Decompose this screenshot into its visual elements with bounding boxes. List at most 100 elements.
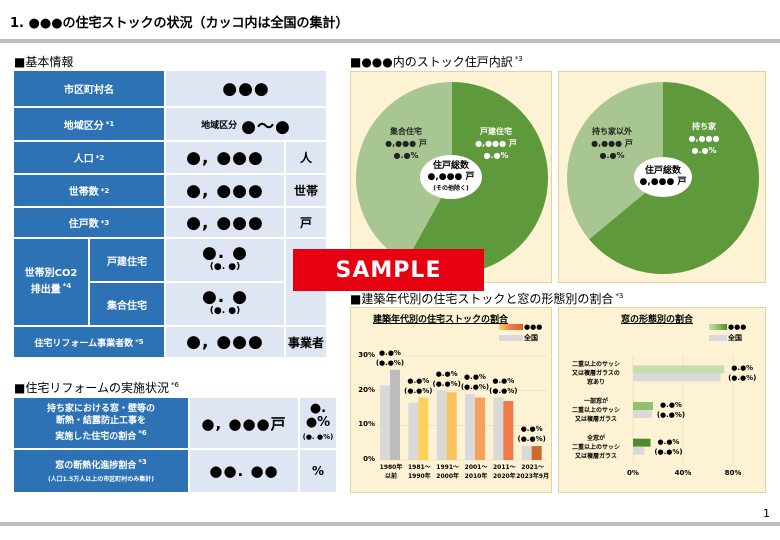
window-category: 二重以上のサッシ又は複層ガラスの窓あり [561,360,631,387]
window-progress-unit: % [300,450,336,492]
stock-heading: ■●●●内のストック住戸内訳*3 [350,55,523,69]
window-category-line: 又は複層ガラスの [572,370,620,378]
window-progress-label: 窓の断熱化進捗割合*3 (人口1.5万人以上の市区町村のみ集計) [14,450,188,492]
window-bar-local [633,438,651,447]
age-category-line: 2021〜 [521,464,544,471]
pie2-center-total: 住戸総数 ●,●●● 戸 [634,157,692,197]
age-ytick: 20% [358,385,375,394]
window-xtick: 40% [674,469,692,477]
age-category-line: 2010年 [464,473,488,480]
window-category-line: 二重以上のサッシ [571,407,620,414]
age-ytick: 30% [358,350,375,359]
age-category: 1981〜 1990年 [400,463,438,481]
age-category: 1980年以前 [372,463,410,481]
age-heading: ■建築年代別の住宅ストックと窓の形態別の割合*3 [350,292,624,306]
window-bar-local [633,402,653,410]
age-data-label: ●.●%(●.●%) [516,424,548,444]
window-category-line: 全窓が [586,434,605,442]
page-number: 1 [763,507,770,520]
age-bar-national [521,446,532,460]
dwellings-label: 住戸数*3 [14,208,164,237]
sample-watermark: SAMPLE [293,249,484,291]
age-data-label: ●.●%(●.●%) [402,376,434,396]
window-data-label: ●.●%(●.●%) [726,363,758,383]
window-xtick: 0% [627,469,639,477]
age-bar-national [408,402,419,460]
age-chart-panel: 建築年代別の住宅ストックの割合 ●●● 全国 0%10%20%30% ●.●%(… [350,307,552,493]
co2-detached-label: 戸建住宅 [90,239,164,281]
dwellings-unit: 戸 [286,208,326,237]
age-data-national: (●.●%) [489,386,518,395]
co2-detached-value: ●. ● (●. ●) [166,239,284,281]
age-data-value: ●.●% [407,376,430,385]
age-data-national: (●.●%) [517,435,546,444]
window-chart-panel: 窓の形態別の割合 ●●● 全国 0%40%80% ●.●%(●.●%)●.●%(… [558,307,766,493]
window-category-line: 二重以上のサッシ [571,361,620,369]
municipality-label: 市区町村名 [14,71,164,106]
basic-info-table: 市区町村名 ●●● 地域区分*1 地域区分●〜● 人口*2 ●, ●●● 人 世… [14,71,326,357]
region-value: 地域区分●〜● [166,108,326,140]
pie1-center-total: 住戸総数 ●,●●● 戸 (その他除く) [420,155,482,199]
region-label: 地域区分*1 [14,108,164,140]
age-category-line: 2001〜 [464,464,488,471]
age-data-national: (●.●%) [460,383,490,392]
reform-table: 持ち家における窓・壁等の 断熱・結露防止工事を 実施した住宅の割合*6 ●, ●… [14,398,336,494]
age-category-line: 1981〜 [407,464,431,471]
window-data-label: ●.●%(●.●%) [653,437,685,457]
basic-info-heading: ■基本情報 [14,55,74,69]
window-data-national: (●.●%) [656,411,686,419]
age-data-value: ●.●% [379,348,401,357]
pie-panel-tenure: 持ち家 ●,●●● ●.●% 持ち家以外 ●,●●● 戸 ●.●% 住戸総数 ●… [558,71,766,283]
co2-label: 世帯別CO2 排出量*4 [14,239,88,325]
window-bar-local [633,365,725,374]
top-divider [0,39,780,43]
window-bar-national [633,410,652,418]
households-label: 世帯数*2 [14,175,164,206]
window-chart-plot [632,356,734,466]
households-value: ●, ●●● [166,175,284,206]
population-label: 人口*2 [14,142,164,173]
window-progress-value: ●●. ●● [190,450,298,492]
age-ytick: 10% [358,420,375,429]
age-data-national: (●.●%) [404,386,433,395]
co2-apartment-label: 集合住宅 [90,283,164,325]
reform-rate-label: 持ち家における窓・壁等の 断熱・結露防止工事を 実施した住宅の割合*6 [14,398,188,448]
age-category: 2001〜 2010年 [457,463,495,481]
pie1-slice-apartment [355,82,452,263]
co2-apartment-value: ●. ● (●. ●) [166,283,284,325]
age-bar-national [493,397,504,460]
window-data-value: ●.●% [657,437,680,446]
window-category: 一部窓が二重以上のサッシ又は複層ガラス [561,397,631,424]
reform-business-label: 住宅リフォーム事業者数*5 [14,327,164,357]
age-bar-local [531,446,542,460]
window-bar-national [633,446,645,455]
reform-business-unit: 事業者 [286,327,326,357]
age-bar-national [436,390,447,460]
dwellings-value: ●, ●●● [166,208,284,237]
window-category-line: 二重以上のサッシ [571,443,620,451]
age-bar-national [380,385,390,460]
age-data-national: (●.●%) [432,379,461,388]
age-data-value: ●.●% [520,425,543,434]
age-legend-local: ●●● [499,323,542,331]
age-bar-local [418,397,429,460]
window-data-label: ●.●%(●.●%) [655,400,687,420]
window-xtick: 80% [724,469,742,477]
age-category-line: 1990年 [407,473,431,480]
window-category-line: 又は複層ガラス [575,416,617,423]
window-category-line: 窓あり [586,379,605,387]
population-unit: 人 [286,142,326,173]
age-data-value: ●.●% [464,373,486,382]
age-category: 2021〜2023年9月 [514,463,552,481]
page-title: 1. ●●●の住宅ストックの状況（カッコ内は全国の集計） [10,16,349,31]
age-data-label: ●.●%(●.●%) [374,348,406,368]
age-data-label: ●.●%(●.●%) [487,376,519,396]
window-category-line: 又は複層ガラス [575,452,617,460]
age-category-line: 1991〜 [436,464,459,471]
window-data-national: (●.●%) [654,447,683,456]
age-category: 2011〜2020年 [485,463,523,481]
age-bar-local [446,392,457,460]
window-category: 全窓が二重以上のサッシ又は複層ガラス [561,434,631,461]
reform-heading: ■住宅リフォームの実施状況*6 [14,381,179,395]
age-data-value: ●.●% [435,369,458,378]
